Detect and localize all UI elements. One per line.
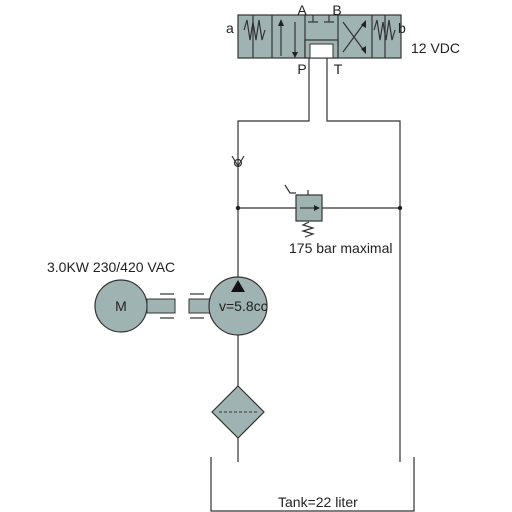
filter-diamond	[211, 385, 265, 439]
pump-circle	[208, 276, 268, 336]
relief-valve: 175 bar maximal	[284, 184, 393, 256]
port-b-label: B	[332, 2, 341, 18]
solenoid-a-label: a	[226, 20, 234, 36]
pump-direction-triangle	[231, 280, 245, 292]
pump-displacement-label: v=5.8cc	[219, 298, 268, 314]
tank-outline	[210, 457, 415, 512]
junction-dot-right	[397, 205, 403, 211]
drain-arrow-icon	[284, 184, 296, 194]
tank-label: Tank=22 liter	[278, 494, 358, 510]
motor-shaft	[146, 298, 176, 314]
port-p-label: P	[297, 61, 306, 77]
voltage-label: 12 VDC	[411, 40, 460, 56]
pump: v=5.8cc	[208, 276, 268, 336]
motor-rating-label: 3.0KW 230/420 VAC	[47, 259, 175, 275]
spring-left-icon	[243, 19, 266, 41]
motor: M 3.0KW 230/420 VAC	[47, 259, 175, 333]
solenoid-b-label: b	[398, 20, 406, 36]
shaft-coupling	[146, 293, 214, 319]
relief-spring-icon	[300, 221, 316, 238]
junction-dot-left	[235, 205, 241, 211]
port-t-label: T	[334, 61, 343, 77]
check-valve	[231, 155, 245, 168]
filter	[211, 385, 265, 439]
port-a-label: A	[297, 2, 307, 18]
spring-right-icon	[373, 19, 396, 41]
relief-pressure-label: 175 bar maximal	[289, 240, 393, 256]
motor-symbol: M	[115, 298, 127, 314]
junction-dots	[235, 205, 403, 211]
return-line-t	[326, 58, 401, 462]
directional-valve: A B a b 12 VDC P T	[226, 2, 460, 77]
